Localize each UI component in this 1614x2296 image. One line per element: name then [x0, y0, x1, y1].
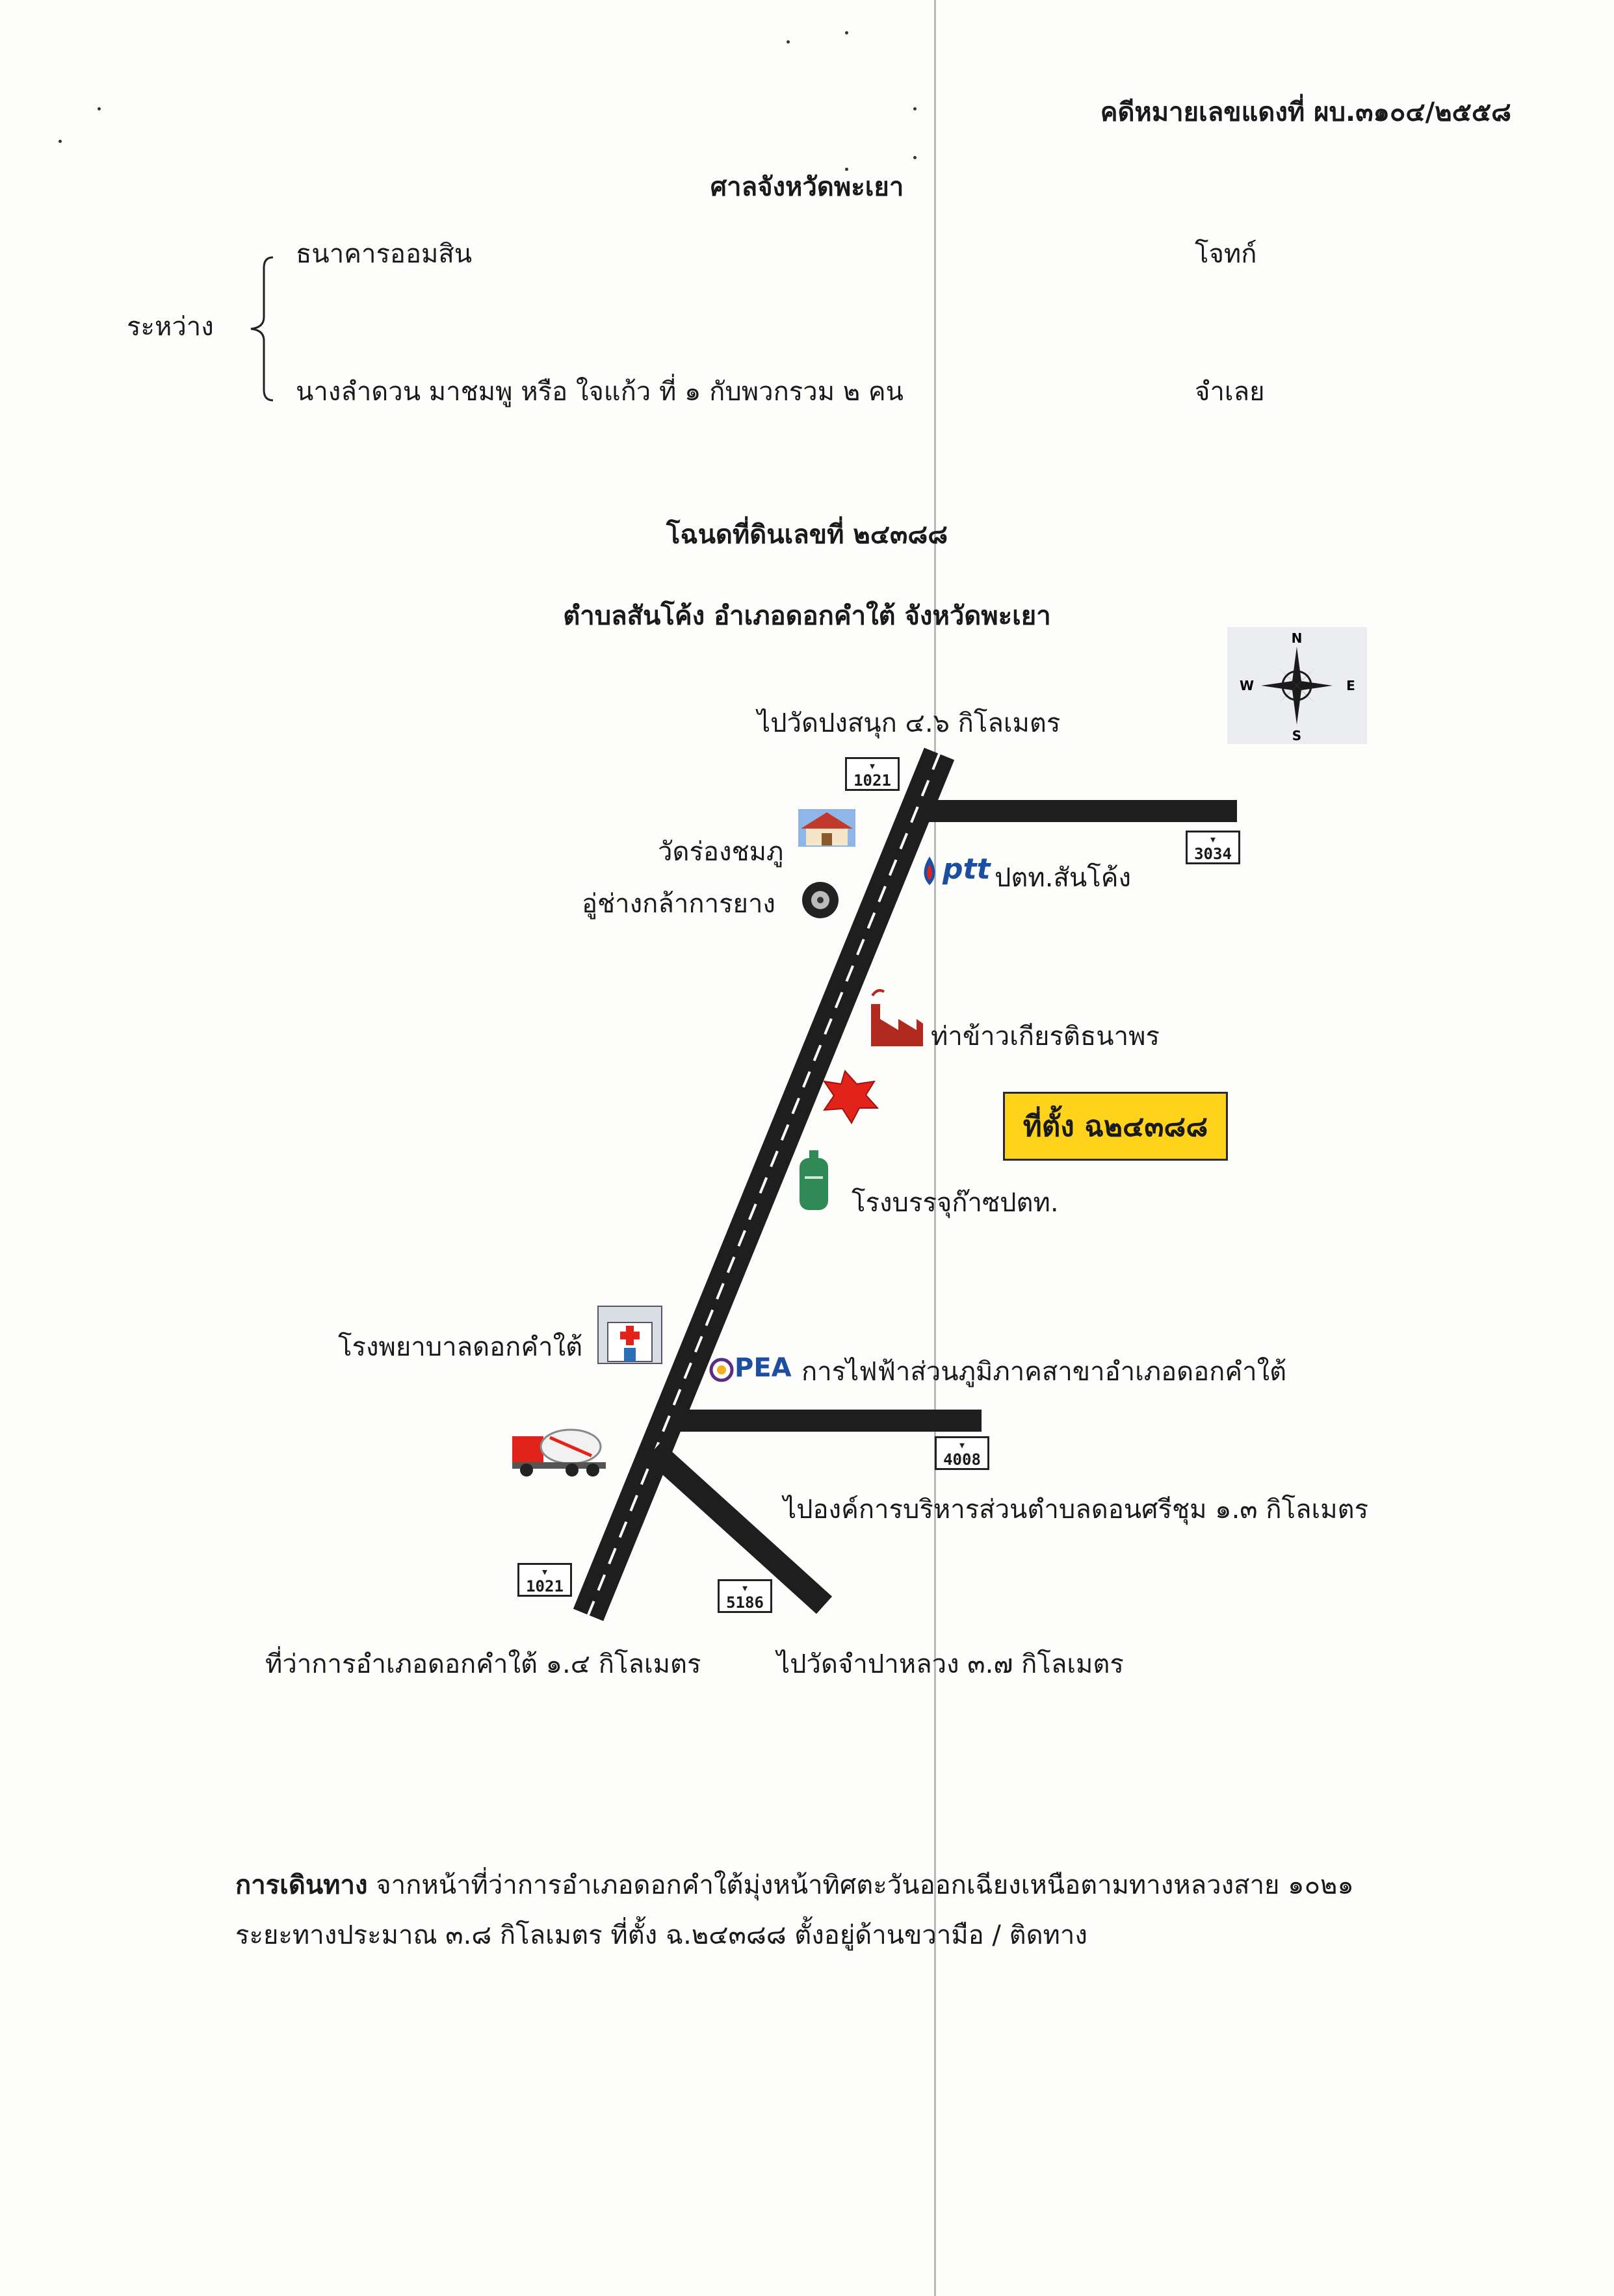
road-number: 1021 [853, 771, 891, 790]
garuda-icon: ▾ [1208, 831, 1217, 847]
directions-heading: การเดินทาง [235, 1870, 368, 1900]
scan-speck [59, 140, 62, 143]
pea-logo-icon [709, 1358, 734, 1382]
road-shield-3034: ▾3034 [1186, 831, 1240, 864]
plaintiff-name: ธนาคารออมสิน [296, 239, 473, 269]
compass-s: S [1292, 728, 1301, 743]
directions-text1: จากหน้าที่ว่าการอำเภอดอกคำใต้มุ่งหน้าทิศ… [376, 1870, 1354, 1900]
defendant-name: นางลำดวน มาชมพู หรือ ใจแก้ว ที่ ๑ กับพวก… [296, 377, 904, 407]
label-to-wat-champa: ไปวัดจำปาหลวง ๓.๗ กิโลเมตร [777, 1649, 1124, 1679]
road-5186 [645, 1441, 833, 1614]
road-shield-1021-bottom: ▾1021 [517, 1563, 572, 1597]
label-hospital: โรงพยาบาลดอกคำใต้ [338, 1332, 583, 1362]
factory-icon [871, 989, 923, 1046]
scan-speck [913, 156, 917, 159]
scan-speck [845, 31, 848, 34]
scan-speck [787, 40, 790, 44]
scan-speck [913, 107, 917, 110]
directions-line1: การเดินทาง จากหน้าที่ว่าการอำเภอดอกคำใต้… [235, 1864, 1354, 1905]
label-to-wat-pong-sanuk: ไปวัดปงสนุก ๔.๖ กิโลเมตร [757, 708, 1061, 738]
compass-icon: N S E W [1240, 630, 1355, 743]
plaintiff-role: โจทก์ [1195, 239, 1257, 269]
site-location-box: ที่ตั้ง ฉ๒๔๓๘๘ [1003, 1092, 1228, 1161]
case-number: คดีหมายเลขแดงที่ ผบ.๓๑๐๔/๒๕๕๘ [1100, 97, 1511, 127]
page-fold-line [934, 0, 936, 2296]
label-wat-rong-chomphu: วัดร่องชมภู [658, 837, 784, 867]
scan-speck [98, 107, 101, 110]
label-rice-mill: ท่าข้าวเกียรติธนาพร [931, 1022, 1160, 1051]
compass-e: E [1346, 678, 1355, 693]
garuda-icon: ▾ [868, 758, 877, 773]
between-label: ระหว่าง [127, 312, 214, 342]
label-pea-office: การไฟฟ้าส่วนภูมิภาคสาขาอำเภอดอกคำใต้ [801, 1357, 1287, 1387]
road-shield-4008: ▾4008 [935, 1436, 989, 1470]
court-name: ศาลจังหวัดพะเยา [710, 172, 904, 202]
location-line: ตำบลสันโค้ง อำเภอดอกคำใต้ จังหวัดพะเยา [563, 601, 1051, 631]
road-number: 5186 [726, 1593, 764, 1612]
label-gas-plant: โรงบรรจุก๊าซปตท. [852, 1188, 1059, 1218]
label-district-office: ที่ว่าการอำเภอดอกคำใต้ ๑.๔ กิโลเมตร [265, 1649, 701, 1679]
hospital-icon [597, 1306, 662, 1364]
road-number: 1021 [526, 1577, 564, 1595]
road-number: 4008 [943, 1451, 981, 1469]
label-to-sao: ไปองค์การบริหารส่วนตำบลดอนศรีชุม ๑.๓ กิโ… [783, 1495, 1369, 1525]
compass-rose: N S E W [1227, 627, 1367, 744]
cement-truck-icon [512, 1428, 606, 1477]
deed-title: โฉนดที่ดินเลขที่ ๒๔๓๘๘ [666, 520, 948, 550]
tire-icon [802, 882, 839, 918]
directions-line2: ระยะทางประมาณ ๓.๘ กิโลเมตร ที่ตั้ง ฉ.๒๔๓… [235, 1920, 1087, 1950]
garuda-icon: ▾ [957, 1437, 967, 1452]
label-tire-shop: อู่ช่างกล้าการยาง [582, 889, 775, 919]
defendant-role: จำเลย [1195, 377, 1265, 407]
garuda-icon: ▾ [740, 1580, 749, 1595]
road-1021 [573, 747, 955, 1621]
road-number: 3034 [1194, 845, 1232, 863]
road-shield-1021-top: ▾1021 [845, 757, 900, 791]
compass-w: W [1240, 678, 1254, 693]
label-ptt-station: ปตท.สันโค้ง [995, 863, 1131, 893]
ptt-logo-text: ptt [943, 853, 991, 886]
parties-brace [250, 256, 274, 402]
road-shield-5186: ▾5186 [718, 1579, 772, 1613]
compass-n: N [1292, 630, 1303, 646]
pea-logo-text: PEA [735, 1353, 792, 1383]
site-marker-icon [822, 1070, 879, 1124]
garuda-icon: ▾ [540, 1564, 549, 1579]
scan-speck [845, 168, 848, 171]
gas-cylinder-icon [800, 1150, 828, 1210]
temple-icon [798, 809, 855, 847]
